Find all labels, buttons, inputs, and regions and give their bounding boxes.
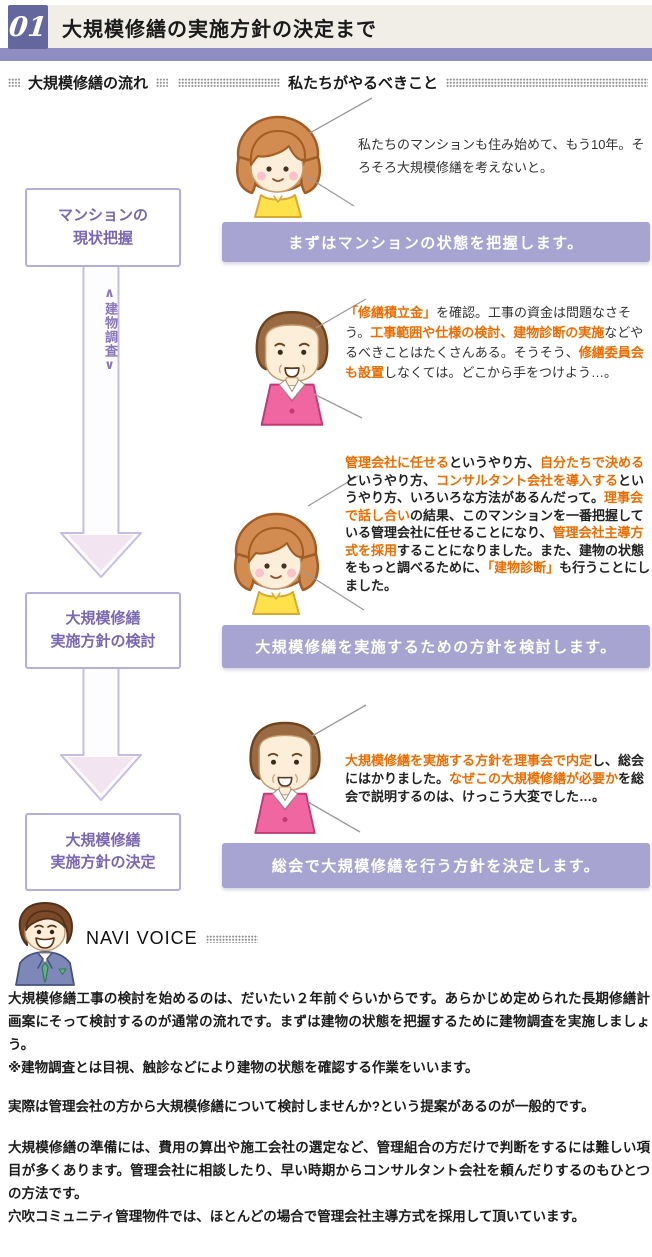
navi-voice-body: 大規模修繕工事の検討を始めるのは、だいたい２年前ぐらいからです。あらかじめ定めら… <box>8 988 650 1228</box>
dotted-divider <box>205 934 258 943</box>
body-paragraph-note: ※建物調査とは目視、触診などにより建物の状態を確認する作業をいいます。 <box>8 1059 479 1075</box>
speech-lines-icon <box>303 475 365 611</box>
flow-step-label: 実施方針の決定 <box>50 854 156 871</box>
body-paragraph: 実際は管理会社の方から大規模修繕について検討しませんか?という提案があるのが一般… <box>8 1098 595 1114</box>
status-banner-decide-policy: 総会で大規模修繕を行う方針を決定します。 <box>222 843 650 888</box>
header-accent-bar <box>0 48 652 61</box>
body-paragraph: 大規模修繕工事の検討を始めるのは、だいたい２年前ぐらいからです。あらかじめ定めら… <box>8 991 650 1052</box>
tasks-heading-label: 私たちがやるべきこと <box>288 75 439 92</box>
flow-column-heading: 大規模修繕の流れ <box>8 72 168 93</box>
dotted-divider <box>178 78 280 87</box>
flow-step-label: 実施方針の検討 <box>50 632 156 650</box>
flow-arrow-down-icon <box>60 263 142 578</box>
navi-man-icon <box>12 901 78 986</box>
flow-step-label: 大規模修繕 <box>65 610 141 627</box>
speech-lines-icon <box>307 704 367 833</box>
body-paragraph: 大規模修繕の準備には、費用の算出や施工会社の選定など、管理組合の方だけで判断をす… <box>8 1139 650 1201</box>
page-title: 大規模修繕の実施方針の決定まで <box>62 19 377 41</box>
dotted-divider <box>8 78 20 87</box>
flow-arrow-down-icon <box>60 665 142 801</box>
flow-step-label: 大規模修繕 <box>65 831 141 849</box>
flow-heading-label: 大規模修繕の流れ <box>27 75 148 92</box>
section-number-badge: 01 <box>8 5 48 49</box>
flow-step-label: 現状把握 <box>72 229 133 247</box>
status-banner-grasp-condition: まずはマンションの状態を把握します。 <box>222 222 650 262</box>
flow-step-label: マンションの <box>57 207 148 224</box>
tasks-column-heading: 私たちがやるべきこと <box>178 72 648 93</box>
title-strip-background <box>48 5 652 48</box>
speech-lines-icon <box>305 97 373 207</box>
status-banner-review-policy: 大規模修繕を実施するための方針を検討します。 <box>222 625 650 668</box>
speech-text: 大規模修繕を実施する方針を理事会で内定し、総会にはかりました。なぜこの大規模修繕… <box>345 753 645 805</box>
speech-text: 私たちのマンションも住み始めて、もう10年。そろそろ大規模修繕を考えないと。 <box>358 137 645 175</box>
dotted-divider <box>156 78 168 87</box>
speech-text: 管理会社に任せるというやり方、自分たちで決めるというやり方、コンサルタント会社を… <box>345 455 651 593</box>
section-number: 01 <box>7 11 49 43</box>
flow-step-box-policy-review: 大規模修繕 実施方針の検討 <box>25 592 181 669</box>
navi-voice-heading: NAVI VOICE <box>86 928 258 949</box>
body-paragraph: 穴吹コミュニティ管理物件では、ほとんどの場合で管理会社主導方式を採用して頂いてい… <box>8 1208 586 1224</box>
navi-voice-label: NAVI VOICE <box>86 928 198 948</box>
flow-step-box-current-state: マンションの 現状把握 <box>25 188 181 267</box>
speech-text: 「修繕積立金」を確認。工事の資金は問題なさそう。工事範囲や仕様の検討、建物診断の… <box>345 305 644 381</box>
flow-step-box-policy-decision: 大規模修繕 実施方針の決定 <box>25 813 181 891</box>
building-survey-arrow-label: ∧建物調査∨ <box>103 286 118 374</box>
speech-lines-icon <box>313 298 367 419</box>
dotted-divider <box>446 78 648 87</box>
